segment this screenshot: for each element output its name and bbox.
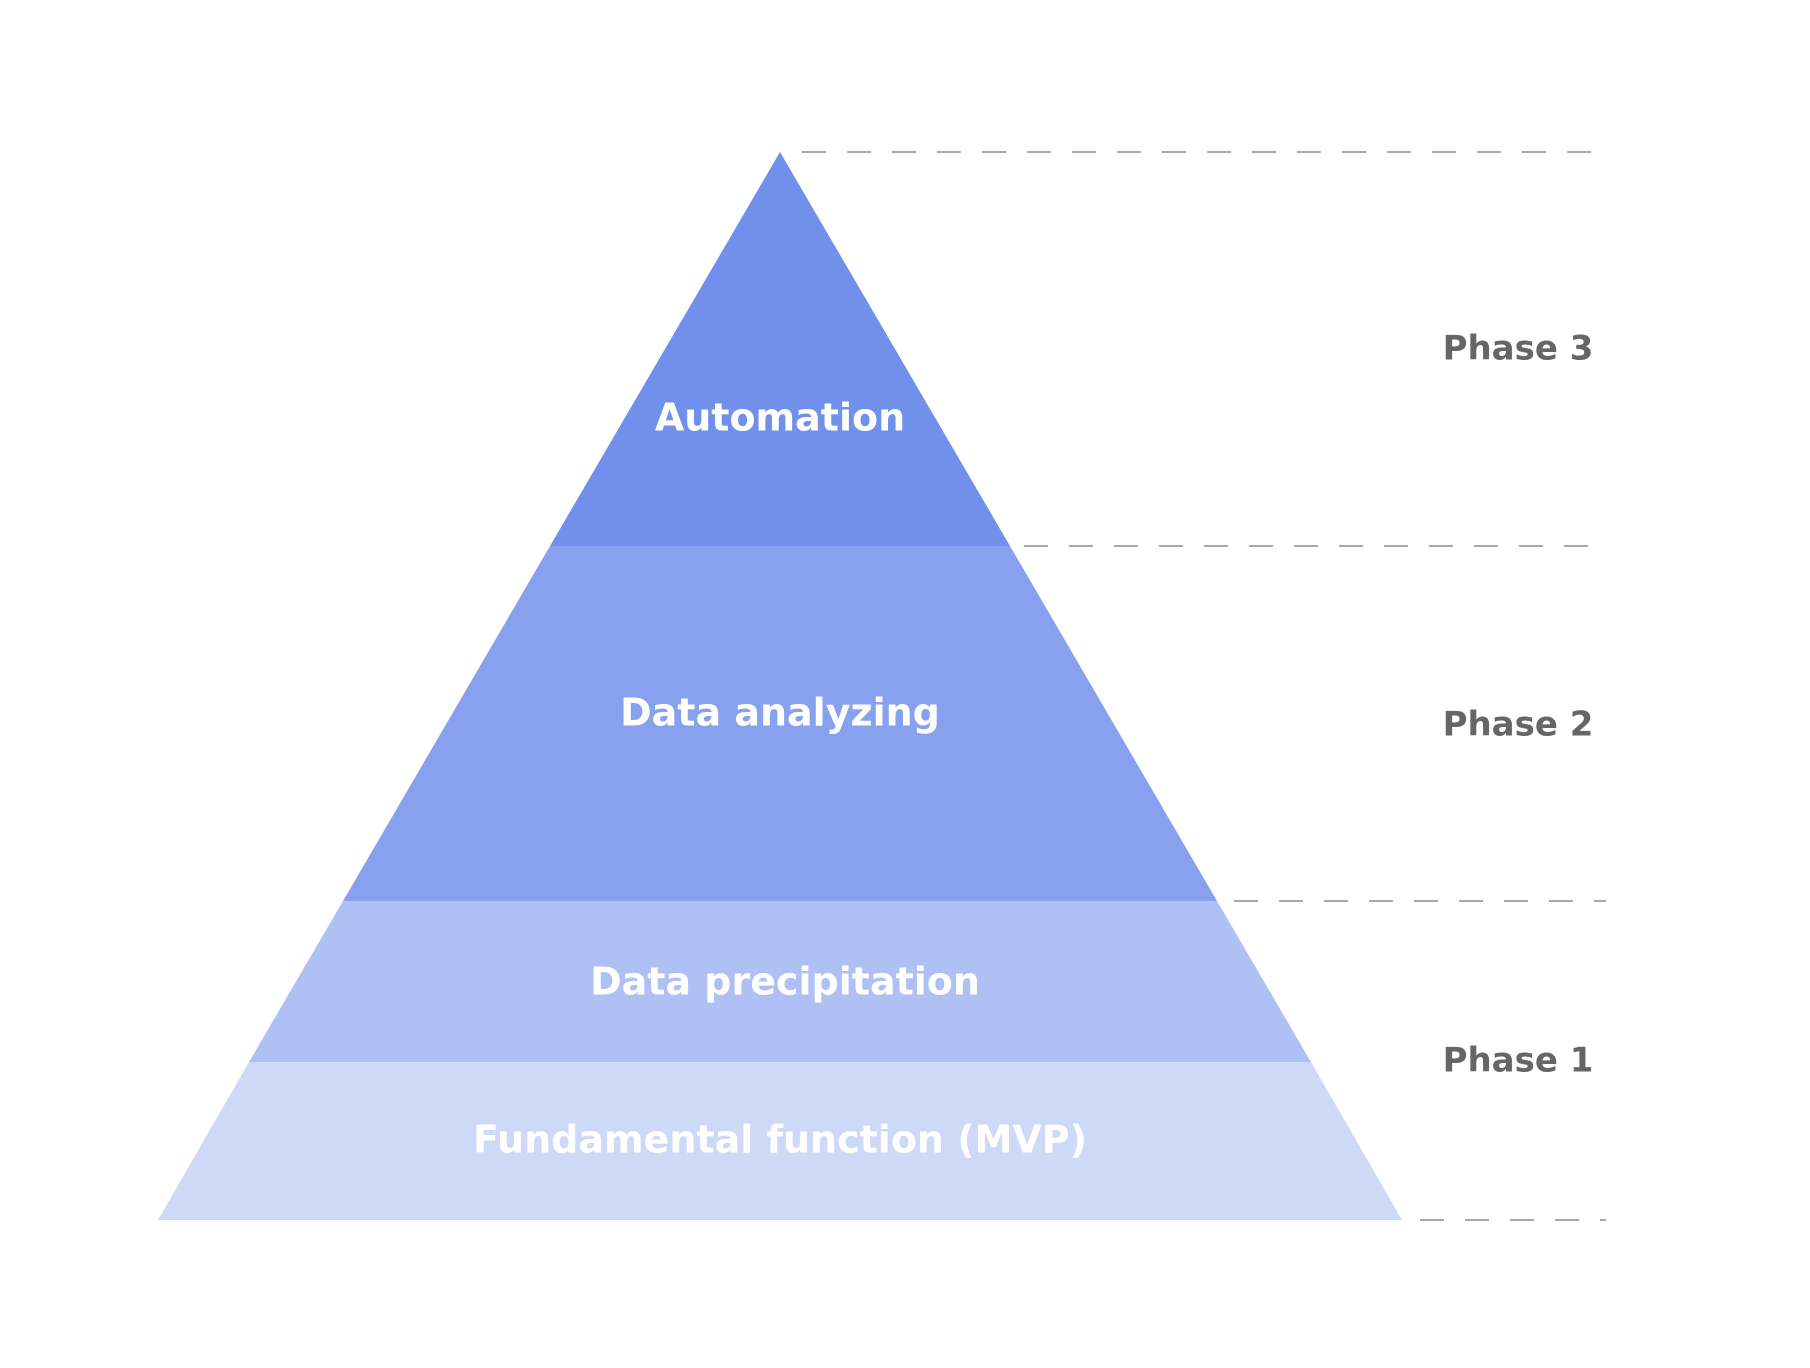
layer-data-analyzing — [343, 546, 1217, 901]
layer-automation — [550, 152, 1010, 546]
layer-label-data-analyzing: Data analyzing — [620, 691, 940, 735]
phase-label-2: Phase 2 — [1443, 705, 1594, 745]
layer-fundamental-function — [158, 1062, 1402, 1220]
phase-label-3: Phase 3 — [1443, 329, 1594, 369]
layer-label-automation: Automation — [655, 396, 905, 440]
phase-label-1: Phase 1 — [1443, 1041, 1594, 1081]
layer-label-fundamental-function: Fundamental function (MVP) — [473, 1118, 1087, 1162]
layer-label-data-precipitation: Data precipitation — [590, 960, 980, 1004]
layer-data-precipitation — [249, 901, 1311, 1062]
